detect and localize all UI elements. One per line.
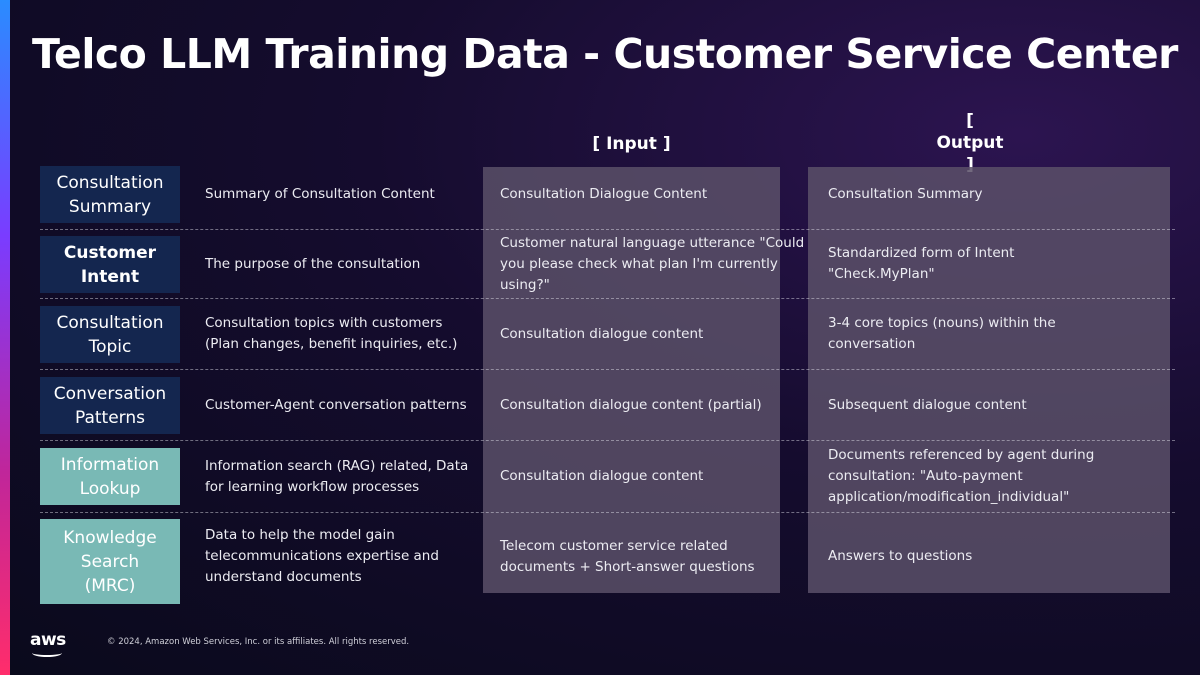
row-description: Customer-Agent conversation patterns (205, 396, 467, 413)
row-description: Summary of Consultation Content (205, 186, 435, 202)
row-description: Data to help the model gain telecommunic… (205, 527, 439, 585)
row-output: 3-4 core topics (nouns) within the conve… (828, 315, 1056, 352)
table-row: Customer Intent The purpose of the consu… (40, 230, 1175, 299)
row-label: Consultation Summary (40, 166, 180, 223)
row-description: Consultation topics with customers (Plan… (205, 315, 458, 352)
row-input: Telecom customer service related documen… (500, 537, 755, 575)
aws-logo: aws (30, 630, 66, 657)
row-output: Subsequent dialogue content (828, 396, 1027, 413)
row-input: Consultation Dialogue Content (500, 186, 708, 202)
output-panel (808, 167, 1170, 593)
table-row: Consultation Summary Summary of Consulta… (40, 166, 1175, 230)
accent-bar (0, 0, 10, 675)
row-description: Information search (RAG) related, Data f… (205, 457, 469, 495)
row-description: The purpose of the consultation (205, 255, 421, 272)
row-output: Consultation Summary (828, 186, 983, 202)
slide-title: Telco LLM Training Data - Customer Servi… (32, 30, 1178, 78)
row-label: Consultation Topic (40, 306, 180, 363)
row-output: Standardized form of Intent "Check.MyPla… (828, 245, 1015, 282)
row-input: Consultation dialogue content (500, 468, 704, 484)
row-output: Documents referenced by agent during con… (828, 447, 1095, 505)
row-label: Customer Intent (40, 236, 180, 293)
row-label: Knowledge Search (MRC) (40, 519, 180, 604)
table-row: Conversation Patterns Customer-Agent con… (40, 370, 1175, 441)
aws-logo-text: aws (30, 630, 66, 650)
table-row: Information Lookup Information search (R… (40, 441, 1175, 513)
output-column-header: [ Output ] (936, 111, 1004, 175)
copyright-notice: © 2024, Amazon Web Services, Inc. or its… (107, 637, 410, 647)
row-output: Answers to questions (828, 548, 973, 564)
row-input: Consultation dialogue content (500, 325, 704, 342)
table-row: Knowledge Search (MRC) Data to help the … (40, 513, 1175, 606)
aws-smile-icon (32, 649, 62, 657)
row-label: Conversation Patterns (40, 377, 180, 434)
table-row: Consultation Topic Consultation topics w… (40, 299, 1175, 370)
row-input: Consultation dialogue content (partial) (500, 396, 762, 413)
input-column-header: [ Input ] (592, 134, 671, 154)
input-panel (483, 167, 780, 593)
row-input: Customer natural language utterance "Cou… (500, 234, 805, 293)
row-label: Information Lookup (40, 448, 180, 505)
